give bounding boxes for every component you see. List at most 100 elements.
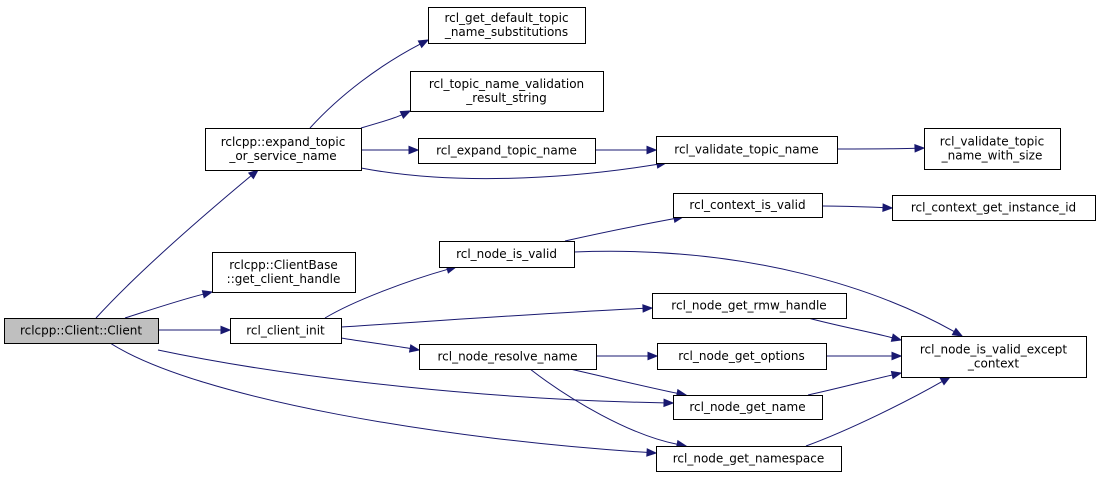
edge-line <box>109 342 648 453</box>
edge-line <box>836 147 916 150</box>
edge-line <box>360 163 658 180</box>
edge-client_ctor-to-expand_topic_or_service_name <box>95 169 260 319</box>
edge-client_ctor-to-get_client_handle <box>124 290 214 319</box>
node-rcl-node-get-namespace[interactable]: rcl_node_get_namespace <box>656 446 842 472</box>
node-rcl-validate-topic-name[interactable]: rcl_validate_topic_name <box>656 136 838 164</box>
arrowhead-icon <box>939 376 952 386</box>
node-label-line: rcl_validate_topic_name <box>674 143 818 157</box>
arrowhead-icon <box>890 333 903 342</box>
node-label-line: rclcpp::ClientBase <box>229 258 337 272</box>
edge-line <box>569 368 678 394</box>
arrowhead-icon <box>220 325 232 335</box>
node-label-line: rcl_get_default_topic <box>444 11 568 25</box>
edge-rcl_context_is_valid-to-rcl_context_get_instance_id <box>821 203 894 212</box>
node-label-line: rcl_client_init <box>246 324 325 338</box>
node-rcl-node-is-valid-except-context[interactable]: rcl_node_is_valid_except_context <box>901 336 1087 378</box>
node-box <box>4 318 159 344</box>
node-rcl-node-is-valid[interactable]: rcl_node_is_valid <box>439 241 575 268</box>
edge-rcl_node_get_name-to-rcl_node_is_valid_except_context <box>807 370 903 396</box>
node-client-ctor[interactable]: rclcpp::Client::Client <box>4 318 159 344</box>
edge-rcl_client_init-to-rcl_node_resolve_name <box>340 337 421 353</box>
edge-rcl_node_is_valid-to-rcl_node_is_valid_except_context <box>573 250 964 337</box>
node-box <box>901 336 1087 378</box>
edge-line <box>324 268 448 319</box>
node-topic-validation-result-string[interactable]: rcl_topic_name_validation_result_string <box>410 71 604 112</box>
arrowhead-icon <box>663 398 675 408</box>
edge-line <box>340 307 644 328</box>
edge-line <box>564 218 675 242</box>
node-rcl-context-get-instance-id[interactable]: rcl_context_get_instance_id <box>892 195 1096 221</box>
arrowhead-icon <box>890 370 903 380</box>
node-label-line: ::get_client_handle <box>227 272 341 286</box>
node-get-default-subs[interactable]: rcl_get_default_topic_name_substitutions <box>428 7 586 44</box>
edge-rcl_node_resolve_name-to-rcl_node_get_options <box>596 351 659 361</box>
node-rcl-node-get-rmw-handle[interactable]: rcl_node_get_rmw_handle <box>652 293 847 319</box>
edge-client_ctor-to-rcl_client_init <box>158 325 232 335</box>
edge-line <box>805 381 943 447</box>
edge-rcl_node_get_namespace-to-rcl_node_is_valid_except_context <box>805 376 952 447</box>
edge-line <box>807 374 893 396</box>
node-label-line: _name_with_size <box>941 149 1043 163</box>
edge-rcl_validate_topic_name-to-rcl_validate_topic_name_with_size <box>836 143 926 153</box>
edge-line <box>124 293 204 319</box>
edge-rcl_node_resolve_name-to-rcl_node_get_name <box>569 368 688 398</box>
node-box <box>657 343 827 370</box>
node-box <box>656 136 838 164</box>
node-box <box>892 195 1096 221</box>
node-box <box>419 344 597 370</box>
node-label-line: _name_substitutions <box>444 25 568 39</box>
nodes-layer: rclcpp::Client::Client rclcpp::expand_top… <box>4 7 1096 472</box>
node-rcl-node-get-options[interactable]: rcl_node_get_options <box>657 343 827 370</box>
node-label-line: rcl_expand_topic_name <box>436 144 577 158</box>
edge-line <box>807 317 893 339</box>
node-label-line: rcl_node_is_valid <box>456 247 557 261</box>
node-box <box>418 138 596 164</box>
edge-line <box>309 43 421 129</box>
node-rcl-context-is-valid[interactable]: rcl_context_is_valid <box>673 193 823 218</box>
edge-rcl_expand_topic_name-to-rcl_validate_topic_name <box>594 145 658 155</box>
node-box <box>410 71 604 112</box>
node-label-line: rcl_node_get_namespace <box>673 452 825 466</box>
node-label-line: _or_service_name <box>228 149 336 163</box>
edge-client_ctor-to-rcl_node_get_namespace <box>109 342 658 457</box>
arrowhead-icon <box>646 448 658 457</box>
node-rcl-expand-topic-name[interactable]: rcl_expand_topic_name <box>418 138 596 164</box>
edge-rcl_node_get_options-to-rcl_node_is_valid_except_context <box>826 351 903 361</box>
node-rcl-node-get-name[interactable]: rcl_node_get_name <box>673 395 823 420</box>
arrowhead-icon <box>408 344 421 353</box>
node-label-line: rclcpp::Client::Client <box>20 324 142 338</box>
arrowhead-icon <box>408 145 420 155</box>
arrowhead-icon <box>399 110 412 119</box>
node-label-line: _context <box>967 357 1020 371</box>
node-label-line: rcl_node_is_valid_except <box>920 343 1068 357</box>
node-box <box>652 293 847 319</box>
node-get-client-handle[interactable]: rclcpp::ClientBase::get_client_handle <box>212 252 356 293</box>
node-box <box>656 446 842 472</box>
node-rcl-node-resolve-name[interactable]: rcl_node_resolve_name <box>419 344 597 370</box>
edge-line <box>573 250 955 333</box>
edge-line <box>95 175 252 319</box>
node-rcl-validate-topic-name-with-size[interactable]: rcl_validate_topic_name_with_size <box>924 128 1061 170</box>
node-label-line: rcl_node_get_options <box>678 349 804 363</box>
node-expand-topic-or-service-name[interactable]: rclcpp::expand_topic_or_service_name <box>205 128 362 171</box>
edges-layer <box>95 39 964 457</box>
arrowhead-icon <box>951 327 964 337</box>
node-label-line: rcl_context_is_valid <box>689 198 805 212</box>
node-rcl-client-init[interactable]: rcl_client_init <box>230 318 342 344</box>
node-box <box>673 395 823 420</box>
node-box <box>428 7 586 44</box>
node-box <box>439 241 575 268</box>
edge-line <box>340 337 411 349</box>
node-label-line: _result_string <box>465 91 546 105</box>
node-box <box>205 128 362 171</box>
edge-rcl_node_get_rmw_handle-to-rcl_node_is_valid_except_context <box>807 317 903 342</box>
edge-line <box>529 368 678 445</box>
node-label-line: rcl_topic_name_validation <box>429 77 584 91</box>
node-label-line: rcl_node_get_name <box>689 400 805 414</box>
node-box <box>924 128 1061 170</box>
node-label-line: rcl_context_get_instance_id <box>911 201 1076 215</box>
arrowhead-icon <box>891 351 903 361</box>
node-label-line: rcl_node_resolve_name <box>437 350 577 364</box>
edge-expand_topic_or_service_name-to-topic_validation_result_string <box>360 110 412 129</box>
